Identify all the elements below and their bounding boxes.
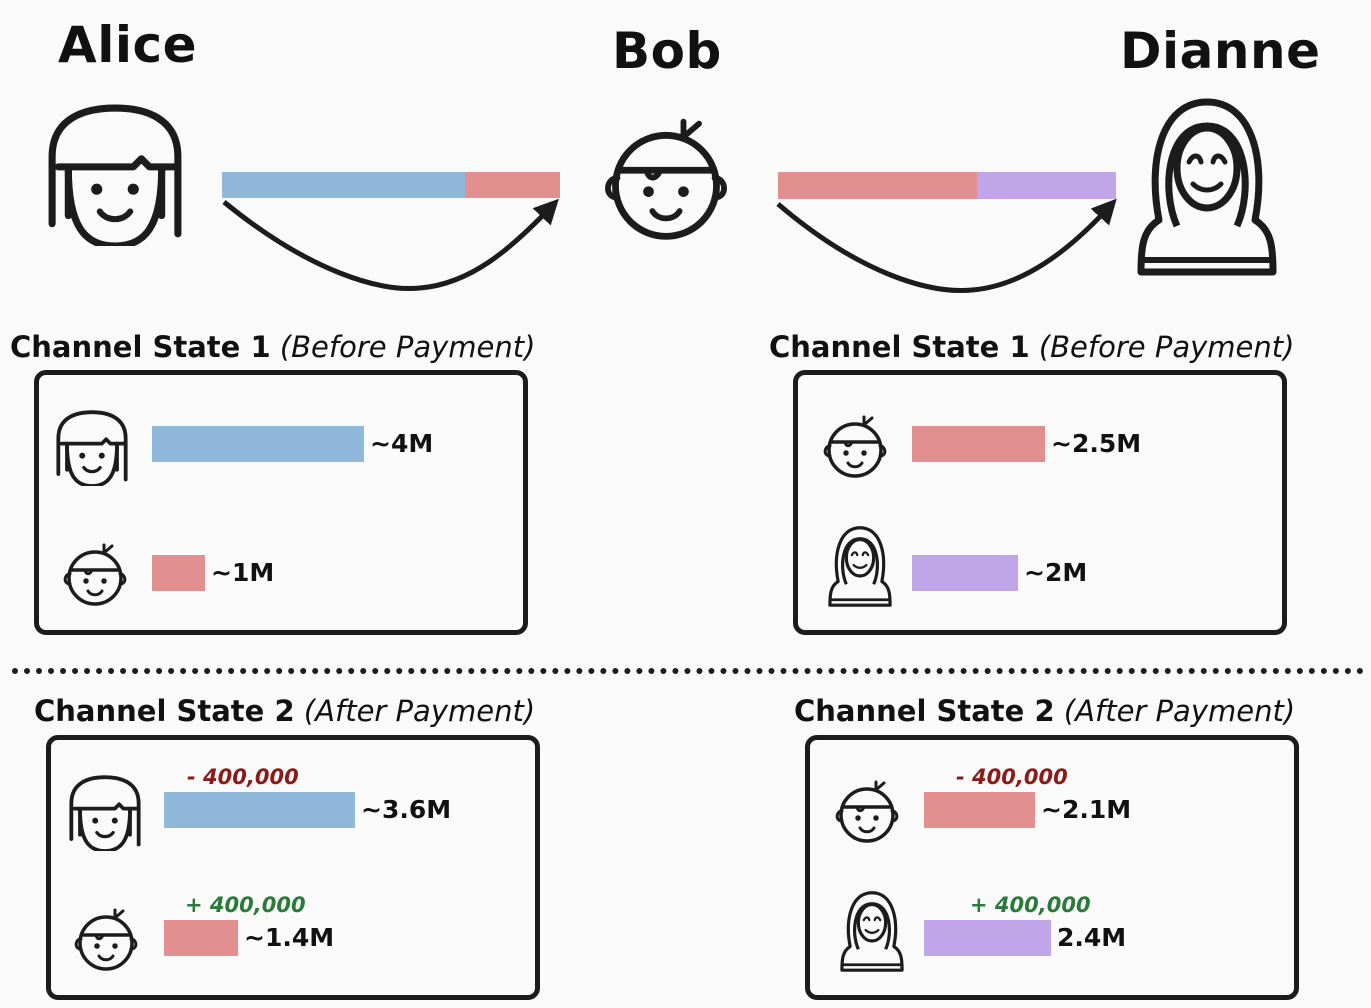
- bob-balance-value: ~1.4M: [244, 923, 335, 952]
- alice-balance-delta: - 400,000: [187, 765, 299, 789]
- channel-bar-dianne-segment: [977, 172, 1116, 199]
- alice-avatar-icon: [54, 410, 130, 486]
- dianne-balance-value: ~2M: [1024, 558, 1088, 587]
- bob-balance-bar: [152, 555, 205, 591]
- alice-balance-value: ~4M: [370, 429, 434, 458]
- bob-balance-bar: [924, 792, 1035, 828]
- dianne-balance-delta: + 400,000: [970, 893, 1091, 917]
- dianne-avatar-icon: [839, 890, 905, 972]
- channel-bar-bob-segment: [778, 172, 977, 199]
- dianne-avatar-icon: [827, 525, 893, 607]
- dianne-balance-value: 2.4M: [1057, 923, 1127, 952]
- alice-name: Alice: [58, 16, 198, 74]
- payment-arrows: [222, 198, 1117, 293]
- state1-left-panel: ~4M ~1M: [34, 370, 528, 635]
- section-divider: [12, 668, 1364, 674]
- bob-balance-value: ~1M: [211, 558, 275, 587]
- bob-balance-bar: [912, 426, 1045, 462]
- alice-avatar-icon: [67, 775, 143, 851]
- bob-balance-value: ~2.5M: [1051, 429, 1142, 458]
- alice-to-bob-arrow: [222, 198, 559, 291]
- bob-balance-delta: + 400,000: [185, 893, 306, 917]
- alice-balance-bar: [152, 426, 364, 462]
- bob-name: Bob: [612, 22, 722, 80]
- channel-bar-bob-segment: [465, 172, 560, 198]
- alice-balance-value: ~3.6M: [361, 795, 452, 824]
- bob-balance-delta: - 400,000: [956, 765, 1068, 789]
- bob-balance-bar: [164, 920, 238, 956]
- dianne-name: Dianne: [1120, 22, 1321, 80]
- state2-left-panel: - 400,000 ~3.6M + 400,000 ~1.4M: [46, 735, 540, 1000]
- bob-balance-value: ~2.1M: [1041, 795, 1132, 824]
- state1-left-title: Channel State 1 (Before Payment): [10, 330, 536, 364]
- bob-avatar-icon: [60, 539, 130, 611]
- state2-right-title: Channel State 2 (After Payment): [794, 694, 1296, 728]
- alice-bob-channel-bar: [222, 172, 560, 198]
- dianne-balance-bar: [912, 555, 1018, 591]
- bob-to-dianne-arrow: [776, 198, 1117, 293]
- state2-left-title: Channel State 2 (After Payment): [34, 694, 536, 728]
- bob-avatar-icon: [71, 904, 141, 976]
- bob-dianne-channel-bar: [778, 172, 1116, 199]
- bob-avatar-icon: [820, 411, 890, 483]
- alice-balance-bar: [164, 792, 355, 828]
- state1-right-title: Channel State 1 (Before Payment): [769, 330, 1295, 364]
- state2-right-panel: - 400,000 ~2.1M + 400,000 2.4M: [805, 735, 1299, 1000]
- bob-avatar-icon: [832, 776, 902, 848]
- dianne-balance-bar: [924, 920, 1051, 956]
- state1-right-panel: ~2.5M ~2M: [793, 370, 1287, 635]
- channel-bar-alice-segment: [222, 172, 465, 198]
